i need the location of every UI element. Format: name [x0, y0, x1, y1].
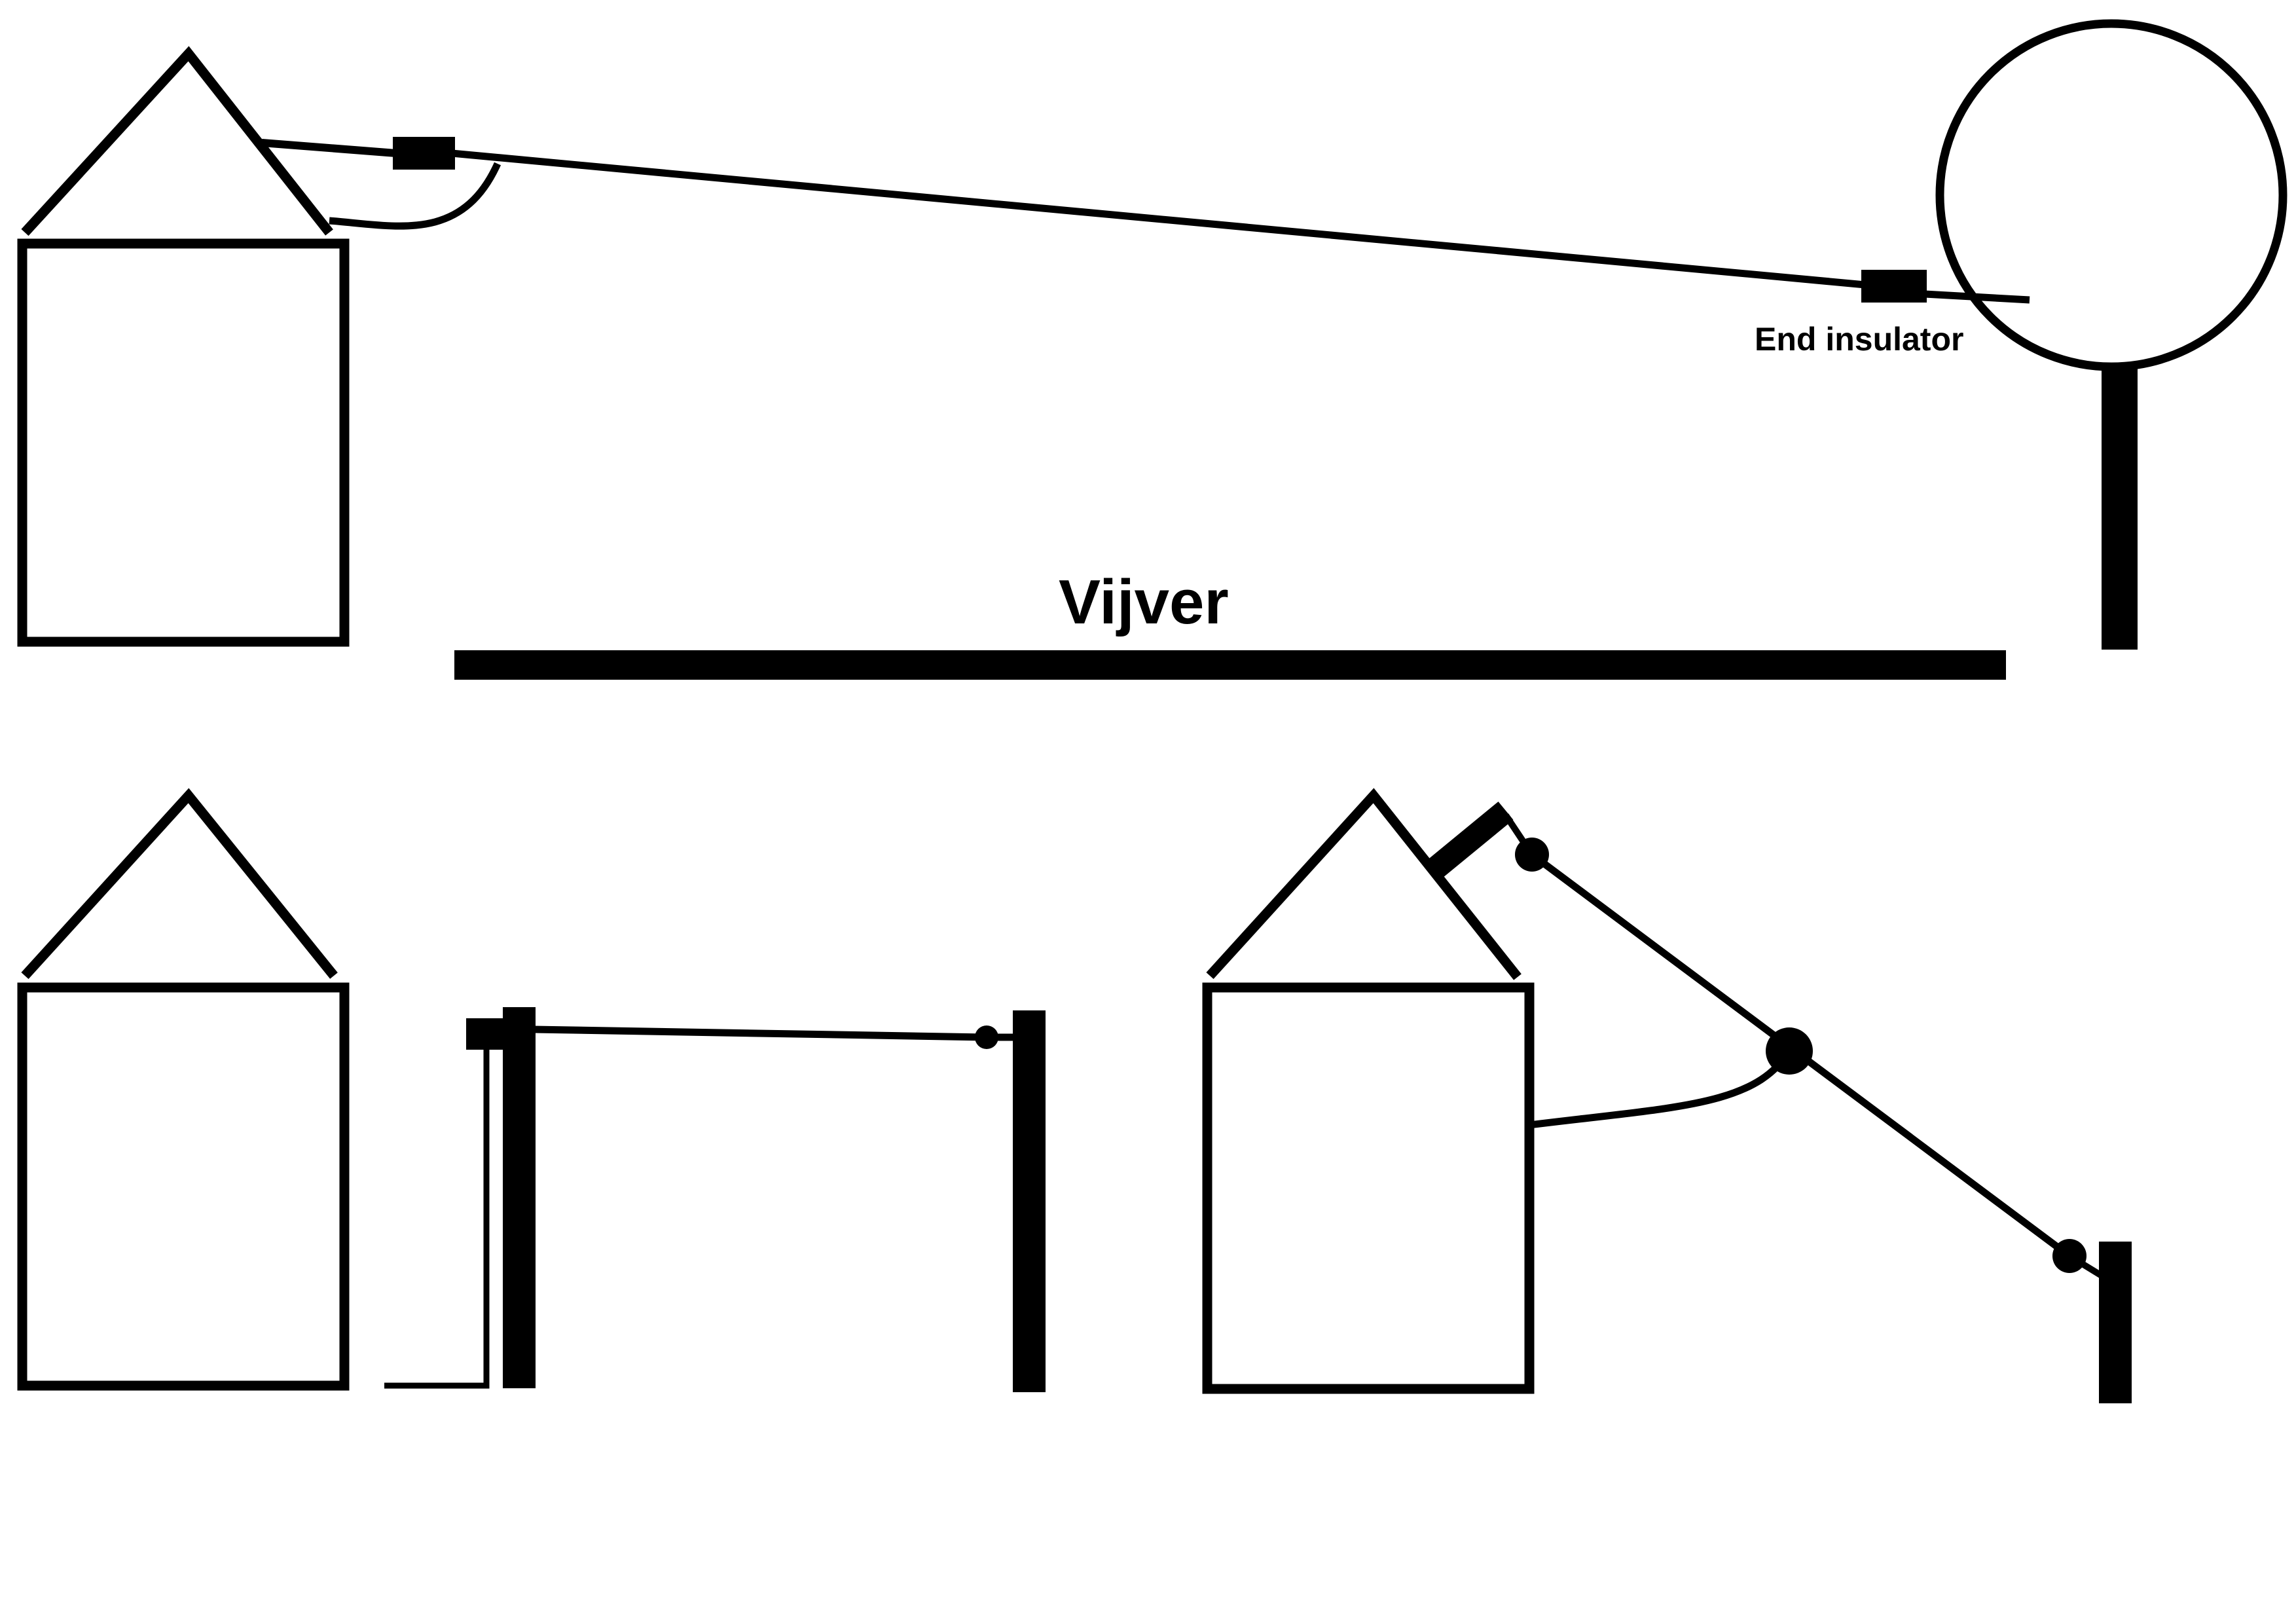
- sloper-tie: [2068, 1253, 2104, 1279]
- bottom-right-feedline: [1529, 1049, 1793, 1129]
- bottom-left-mast-crossarm: [466, 1018, 511, 1050]
- house-bottom-right: [1202, 788, 1535, 1394]
- tree-crown: [1935, 19, 2287, 371]
- pond-label: Vijver: [1059, 567, 1229, 637]
- tree-trunk: [2102, 368, 2138, 650]
- pond: [454, 650, 2006, 680]
- house-top: [17, 46, 350, 647]
- top-feedline: [329, 162, 501, 230]
- bottom-left-mast: [503, 1007, 536, 1388]
- bottom-left-scene: [17, 788, 1046, 1392]
- tree: [1935, 19, 2287, 650]
- top-short-wire: [261, 139, 397, 157]
- bottom-left-feedline: [384, 1041, 490, 1389]
- house-bottom-left-roof: [21, 788, 338, 980]
- bottom-left-far-pole: [1013, 1010, 1046, 1392]
- top-antenna-wire: [451, 149, 1873, 289]
- house-bottom-left-wall: [17, 982, 350, 1391]
- house-top-wall: [17, 238, 350, 647]
- house-bottom-right-roof: [1206, 788, 1522, 980]
- top-scene: End insulator Vijver: [17, 19, 2287, 680]
- top-near-insulator: [393, 137, 455, 170]
- bottom-left-end-insulator: [975, 1025, 998, 1049]
- bottom-left-antenna-wire: [533, 1025, 986, 1041]
- house-top-roof: [21, 46, 333, 236]
- roof-mast-bracket: [1425, 802, 1514, 880]
- house-bottom-right-wall: [1202, 982, 1535, 1394]
- house-bottom-left: [17, 788, 350, 1391]
- bottom-right-scene: [1202, 788, 2132, 1403]
- end-insulator-label: End insulator: [1755, 321, 1963, 358]
- bottom-right-pole: [2099, 1242, 2132, 1403]
- top-end-insulator: [1861, 270, 1927, 303]
